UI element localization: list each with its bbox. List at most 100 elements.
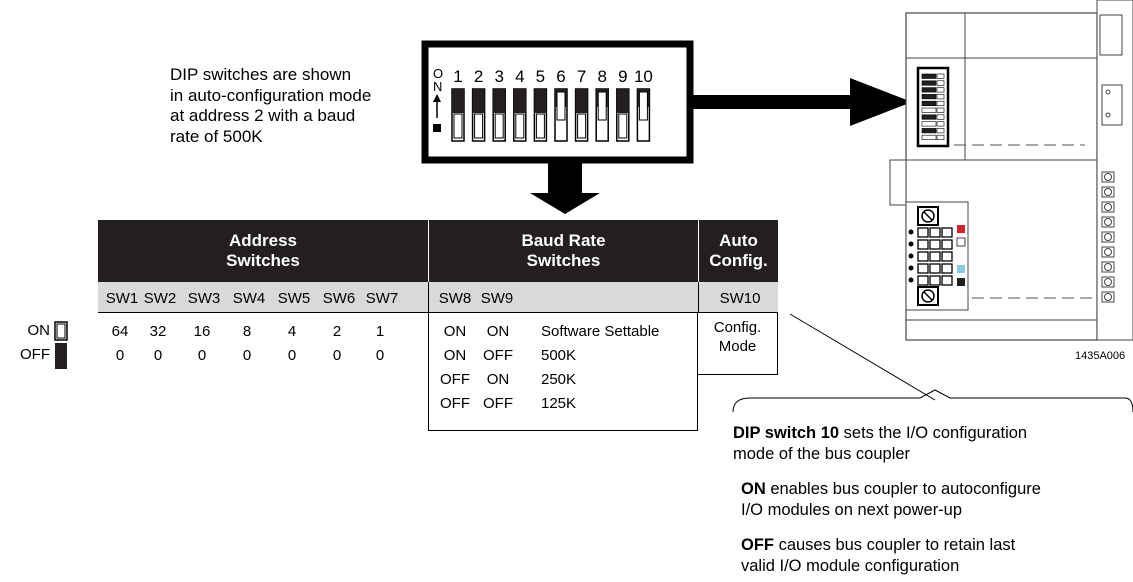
note-line: ON enables bus coupler to autoconfigure	[733, 479, 1133, 500]
dip-off-marker	[433, 124, 441, 132]
baud-switch-state: OFF	[483, 395, 513, 412]
header-line: Address	[228, 231, 298, 250]
dip-number-label: 6	[556, 67, 565, 86]
baud-switch-state: ON	[486, 371, 510, 388]
note-line: OFF causes bus coupler to retain last	[733, 535, 1133, 556]
down-arrow-icon	[530, 160, 600, 214]
switch-label-sw4: SW4	[232, 290, 266, 307]
address-off-value: 0	[242, 347, 252, 364]
note-text: causes bus coupler to retain last	[774, 536, 1016, 554]
description-text: DIP switches are shown in auto-configura…	[170, 65, 425, 147]
auto-value-line: Mode	[718, 338, 757, 355]
switch-label-sw7: SW7	[365, 290, 399, 307]
white-led	[956, 237, 966, 247]
dip-switch-3	[492, 88, 506, 142]
dip-number-label: 4	[515, 67, 524, 86]
address-off-value: 0	[287, 347, 297, 364]
switch-label-sw1: SW1	[105, 290, 139, 307]
dip-number-label: 1	[453, 67, 462, 86]
note-line: I/O modules on next power-up	[741, 501, 963, 519]
baud-rate-value: 500K	[541, 347, 577, 364]
baud-switch-state: ON	[443, 347, 467, 364]
address-on-value: 4	[287, 323, 297, 340]
mini-dip-switch	[916, 66, 950, 148]
address-on-value: 2	[332, 323, 342, 340]
address-off-value: 0	[332, 347, 342, 364]
legend-off-switch-icon	[55, 343, 67, 369]
dip-number-label: 7	[577, 67, 586, 86]
switch-label-sw5: SW5	[277, 290, 311, 307]
address-off-value: 0	[197, 347, 207, 364]
description-line: at address 2 with a baud	[170, 106, 356, 125]
dip-switch-2	[471, 88, 486, 142]
baud-switch-state: ON	[443, 323, 467, 340]
dip-on-label-n: N	[433, 79, 442, 94]
baud-rows-box	[428, 313, 698, 431]
baud-rate-value: 250K	[541, 371, 577, 388]
address-off-value: 0	[153, 347, 163, 364]
note-bold: DIP switch 10	[733, 424, 840, 442]
auto-value-line: Config.	[713, 319, 762, 336]
red-led	[957, 225, 965, 233]
baud-rate-value: Software Settable	[541, 323, 660, 340]
description-line: DIP switches are shown	[170, 65, 352, 84]
note-text: enables bus coupler to autoconfigure	[765, 480, 1041, 498]
dip-switch-6	[554, 88, 568, 142]
dip-switch-1	[451, 88, 465, 142]
black-led	[957, 278, 965, 286]
switch-label-row	[98, 282, 778, 313]
legend-off-label: OFF	[20, 346, 50, 363]
dip-on-label-o: O	[433, 66, 443, 81]
switch-label-sw6: SW6	[322, 290, 356, 307]
dip-number-label: 5	[536, 67, 545, 86]
dip-switch-10	[636, 88, 651, 142]
dip-number-label: 2	[474, 67, 483, 86]
baud-switch-state: OFF	[483, 347, 513, 364]
callout-lines	[732, 313, 1133, 413]
dip-number-label: 3	[494, 67, 503, 86]
note-line: DIP switch 10 sets the I/O configuration	[733, 423, 1133, 444]
dip-switch-10-note: DIP switch 10 sets the I/O configuration…	[733, 423, 1133, 577]
legend-on-label: ON	[27, 322, 51, 339]
note-text: sets the I/O configuration	[839, 424, 1028, 442]
note-bold: OFF	[741, 536, 774, 554]
header-line: Config.	[709, 251, 768, 270]
address-on-value: 1	[375, 323, 385, 340]
baud-switch-state: OFF	[440, 395, 470, 412]
auto-config-box: Config. Mode	[698, 313, 778, 375]
dip-switch-8	[595, 88, 609, 142]
header-line: Auto	[719, 231, 758, 250]
baud-switch-state: ON	[486, 323, 510, 340]
address-on-value: 64	[111, 323, 129, 340]
column-divider	[698, 282, 699, 313]
header-line: Baud Rate	[521, 231, 606, 250]
dip-number-label: 10	[634, 67, 653, 86]
address-off-value: 0	[115, 347, 125, 364]
baud-switch-state: OFF	[440, 371, 470, 388]
note-bold: ON	[741, 480, 766, 498]
bus-coupler-device	[889, 0, 1133, 341]
dip-switch-4	[513, 88, 527, 142]
dip-number-label: 9	[618, 67, 627, 86]
address-on-value: 32	[149, 323, 167, 340]
baud-rate-value: 125K	[541, 395, 577, 412]
baud-rate-switches-header: Baud Rate Switches	[428, 220, 698, 282]
header-line: Switches	[226, 251, 300, 270]
dip-switch-9	[616, 88, 630, 142]
header-line: Switches	[526, 251, 601, 270]
switch-label-sw9: SW9	[480, 290, 514, 307]
dip-up-arrow-icon	[433, 94, 441, 118]
column-divider	[428, 282, 429, 431]
switch-label-sw3: SW3	[187, 290, 221, 307]
blue-led	[957, 265, 965, 273]
address-on-value: 16	[193, 323, 211, 340]
address-off-value: 0	[375, 347, 385, 364]
address-on-value: 8	[242, 323, 252, 340]
note-line: valid I/O module configuration	[741, 557, 960, 575]
description-line: rate of 500K	[170, 126, 263, 146]
figure-id: 1435A006	[1075, 350, 1126, 362]
auto-config-header: Auto Config.	[698, 220, 778, 282]
right-arrow-icon	[689, 78, 912, 126]
